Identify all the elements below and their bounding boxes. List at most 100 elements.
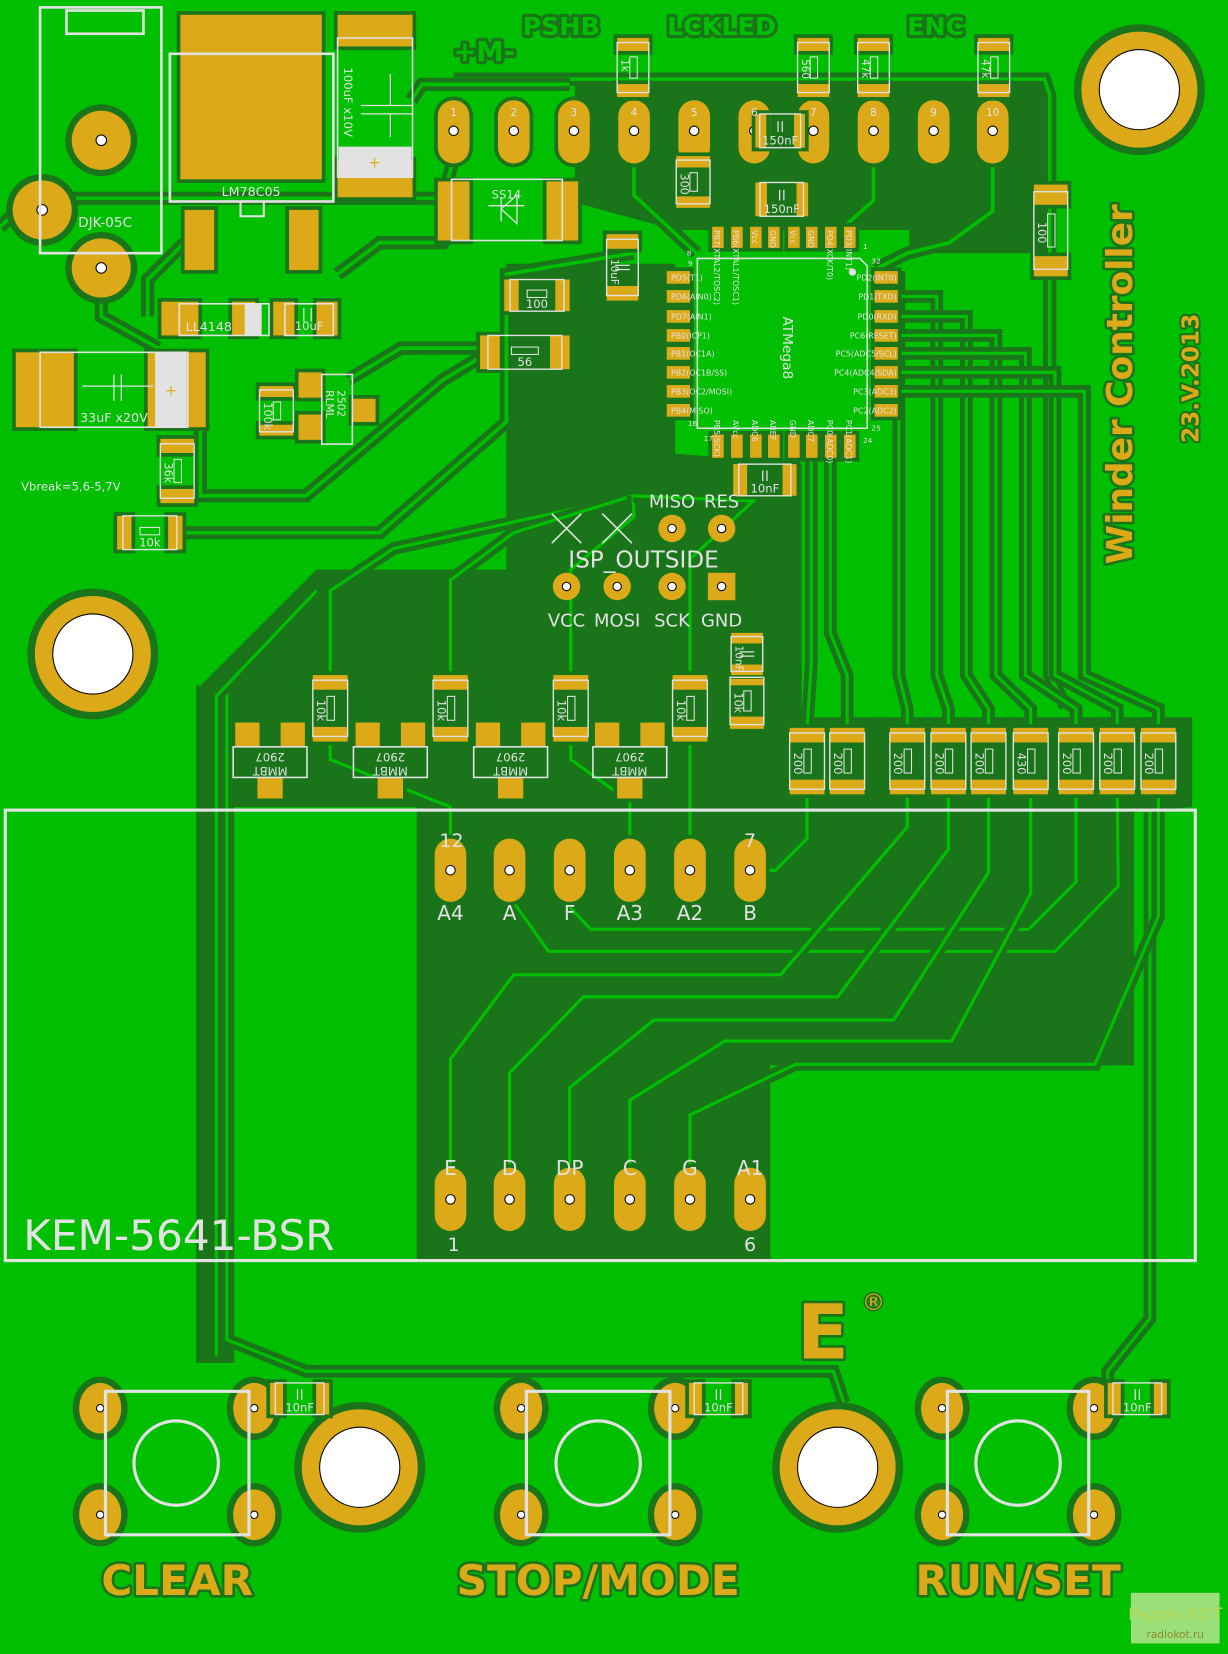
button-hole <box>516 1510 526 1519</box>
mcu-pad-right <box>870 362 902 383</box>
resistor-symbol <box>526 289 548 298</box>
trace <box>805 457 813 728</box>
button-actuator[interactable] <box>554 1419 642 1507</box>
mcu-pad-top <box>746 223 766 252</box>
segment-resistor-outline <box>1057 732 1095 790</box>
button-outline[interactable] <box>945 1389 1091 1537</box>
isp-title: ISP_OUTSIDE <box>568 547 719 574</box>
segment-resistor-outline <box>829 732 866 790</box>
header-group-label: ENC <box>907 12 964 41</box>
trace-layer <box>0 72 1165 1405</box>
isp-hole <box>667 523 677 534</box>
button-outline[interactable] <box>524 1389 672 1537</box>
display-pin-label: A4 <box>437 901 463 925</box>
isp-hole <box>716 581 727 592</box>
resistor-symbol <box>1027 748 1036 774</box>
button-hole <box>250 1510 259 1519</box>
display-hole <box>445 1194 456 1205</box>
header-resistor-pad <box>613 80 653 101</box>
header-resistor-outline <box>857 41 891 94</box>
resistor-100-label: 100 <box>1035 222 1048 243</box>
mosfet-pad <box>294 410 326 444</box>
header-pin-number: 1 <box>450 107 457 119</box>
segment-resistor-label: 200 <box>1060 753 1074 775</box>
base-resistor-label: 10k <box>434 700 448 722</box>
button-stop-mode[interactable] <box>524 1389 672 1537</box>
button-run-set[interactable] <box>945 1389 1091 1537</box>
button-cap-label: 10nF <box>285 1400 314 1414</box>
button-clear[interactable] <box>103 1389 251 1537</box>
button-cap-outline <box>1112 1382 1163 1416</box>
base-resistor-pad <box>309 723 352 746</box>
segment-resistor-label: 200 <box>1101 753 1115 775</box>
resistor-10k-pad <box>726 712 768 733</box>
button-actuator[interactable] <box>974 1419 1062 1507</box>
mcu-pin-label: GND <box>806 230 815 248</box>
button-hole <box>670 1510 680 1519</box>
segment-resistor-label: 200 <box>891 753 905 775</box>
pin1-marker <box>848 268 857 276</box>
cap-10nf-label: 10nF <box>732 646 744 672</box>
regulator-pin-pad <box>285 206 323 274</box>
mcu-pad-right <box>870 381 902 402</box>
resistor-symbol <box>869 56 879 79</box>
resistor-300-pad <box>672 152 714 172</box>
cap-10nf-pad <box>727 629 767 648</box>
mcu-pad-top <box>764 223 784 252</box>
trace <box>448 494 634 676</box>
mcu-pad-left <box>663 286 694 307</box>
pad-layer <box>6 11 1205 1547</box>
trace <box>896 370 1119 728</box>
cap-10uf-outline <box>605 238 639 297</box>
resistor-10k-label: 10k <box>139 535 161 549</box>
button-outline[interactable] <box>103 1389 251 1537</box>
resistor-36k-pad <box>156 435 198 457</box>
mcu-pad-bottom <box>746 430 766 462</box>
trace <box>688 794 1160 1171</box>
resistor-56-outline <box>487 334 563 370</box>
mounting-hole-left <box>52 613 134 695</box>
button-actuator[interactable] <box>132 1419 220 1507</box>
resistor-100k-pad <box>255 382 297 401</box>
segment-resistor-pad <box>886 724 929 747</box>
display-pin-label: C <box>623 1156 637 1180</box>
resistor-100-outline <box>1033 190 1069 270</box>
transistor-pad <box>494 773 527 803</box>
header-hole <box>568 125 580 137</box>
resistor-symbol <box>1047 213 1056 248</box>
cap-150nf-outline <box>759 181 805 217</box>
button-cap-pad <box>266 1379 287 1419</box>
button-cap-pad <box>685 1379 706 1419</box>
header-group-label: LCKLED <box>667 12 776 41</box>
mosfet-pad <box>348 395 380 426</box>
mcu-pin-label: PC5(ADC5/SCL) <box>836 350 897 359</box>
transistor-outline <box>232 746 308 779</box>
button-hole <box>1089 1404 1099 1413</box>
regulator-notch <box>239 200 265 218</box>
mcu-pad-right <box>870 343 902 364</box>
header-resistor-label: 560 <box>799 59 811 79</box>
button-hole <box>1089 1510 1099 1519</box>
display-pin-number: 6 <box>744 1234 756 1256</box>
mcu-pad-top <box>727 223 747 252</box>
header-pin-number: 8 <box>870 107 877 119</box>
mcu-pad-top <box>802 223 822 252</box>
cap-150nf-label: 150nF <box>764 202 800 216</box>
mcu-pin-label: PB3(OC2/MOSI) <box>671 388 732 397</box>
mcu-pad-left <box>663 267 694 288</box>
trace <box>225 685 846 1404</box>
mcu-pin-label: PC6(RESET) <box>850 332 897 341</box>
isp-hole <box>716 523 727 534</box>
button-hole <box>516 1404 526 1413</box>
cap-pad <box>12 348 78 431</box>
base-resistor-label: 10k <box>314 700 328 722</box>
mcu-pin-label: PB4(MISO) <box>671 407 713 416</box>
mcu-pin-label: PB0(ICP1) <box>671 332 710 341</box>
base-resistor-pad <box>429 671 472 694</box>
resistor-100-label: 100 <box>526 297 548 311</box>
mcu-pad-bottom <box>764 430 784 462</box>
button-cap-pad <box>1104 1379 1125 1419</box>
cap-100uf-label: 100uF x10V <box>341 68 355 137</box>
transistor-label: MMBT <box>372 764 408 778</box>
